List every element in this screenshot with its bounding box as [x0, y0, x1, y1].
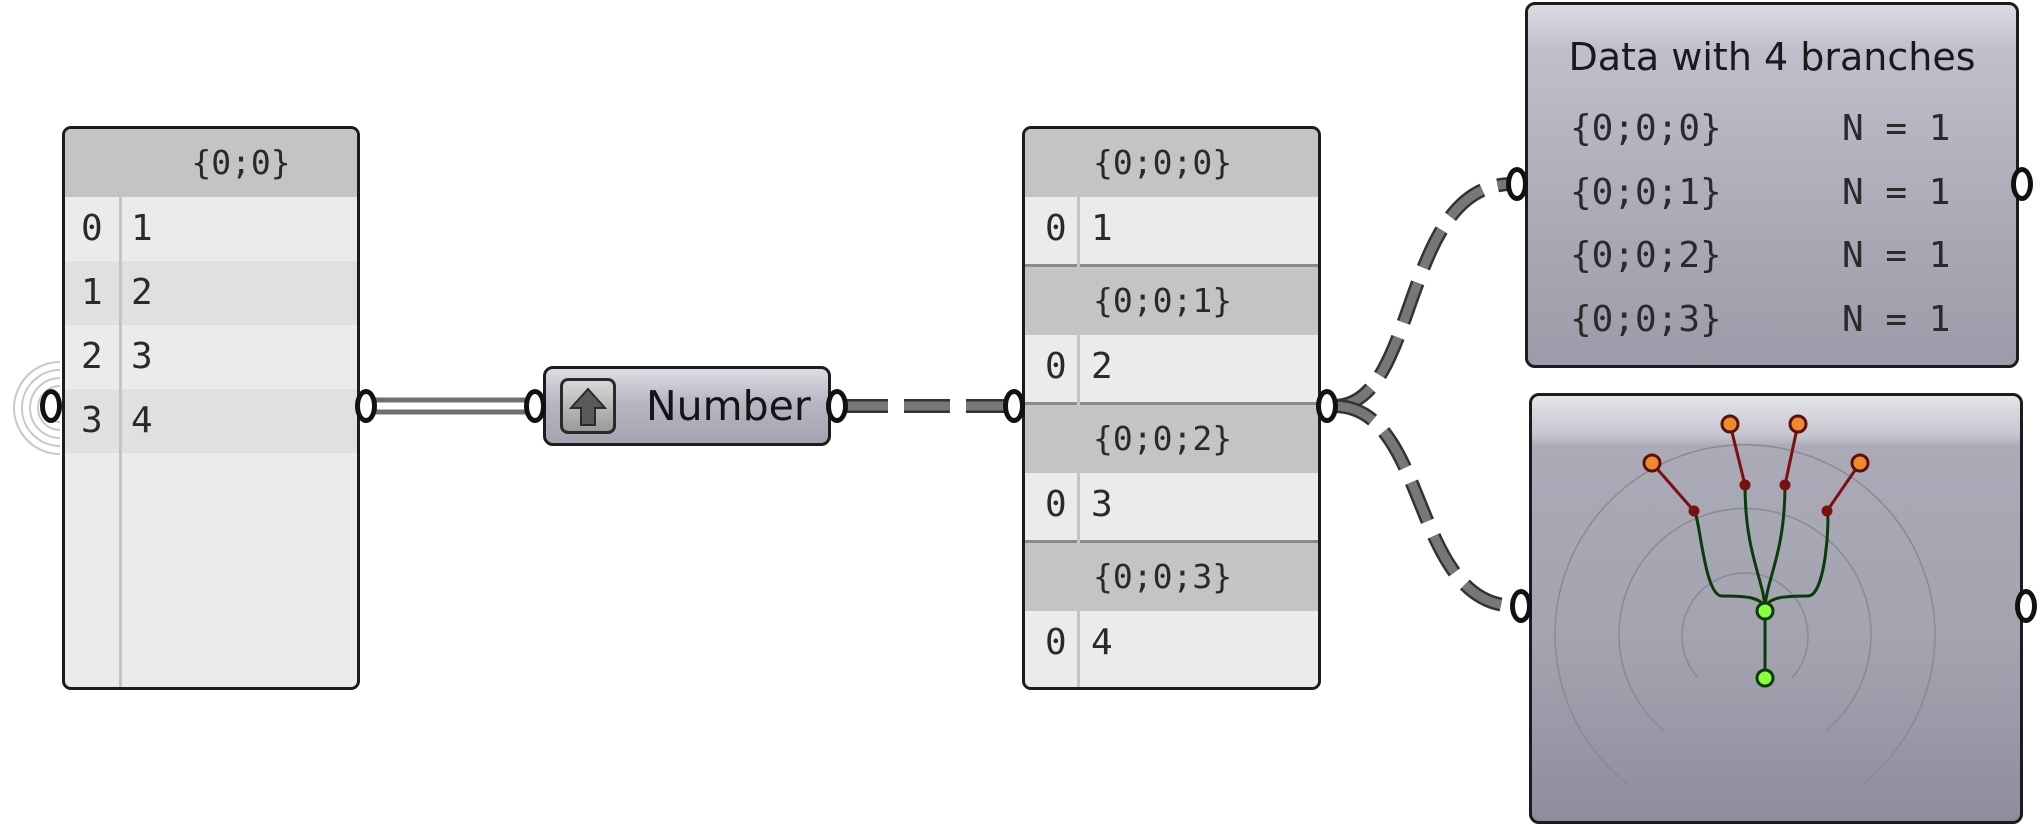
input-port[interactable]: [1003, 389, 1025, 423]
output-port[interactable]: [2015, 589, 2037, 623]
branch-separator: [1025, 402, 1318, 405]
branch-count: N = 1: [1842, 299, 1951, 340]
branch-separator: [1025, 264, 1318, 267]
leaf-node: [1850, 453, 1870, 473]
wire-list-to-number[interactable]: [372, 397, 535, 415]
list-item: 0 1: [65, 197, 357, 261]
branch-curve: [1743, 484, 1767, 612]
item-index: 2: [81, 336, 103, 377]
input-port[interactable]: [524, 389, 546, 423]
wire-tree-to-treeview[interactable]: [1333, 399, 1517, 613]
viewer-title: Data with 4 branches: [1568, 35, 1976, 79]
branch-curve: [1692, 509, 1767, 612]
list-item: 0 3: [1025, 473, 1318, 537]
component-label: Number: [646, 382, 811, 430]
input-port[interactable]: [1506, 167, 1528, 201]
item-value: 4: [1091, 622, 1113, 663]
branch-count: N = 1: [1842, 108, 1951, 149]
output-port[interactable]: [2011, 167, 2033, 201]
branch-path: {0;0;3}: [1570, 299, 1722, 340]
item-index: 0: [1045, 484, 1067, 525]
branch-count: N = 1: [1842, 235, 1951, 276]
up-arrow-icon: [560, 378, 616, 434]
item-value: 3: [1091, 484, 1113, 525]
param-viewer[interactable]: Data with 4 branches {0;0;0} N = 1 {0;0;…: [1525, 2, 2019, 368]
root-node: [1755, 601, 1775, 621]
list-item: 1 2: [65, 261, 357, 325]
output-port[interactable]: [355, 389, 377, 423]
branch-header: {0;0;1}: [1025, 267, 1318, 335]
item-index: 0: [1045, 622, 1067, 663]
root-node: [1755, 668, 1775, 688]
item-index: 0: [1045, 208, 1067, 249]
tree-ring: [1554, 444, 1936, 787]
branch-edge: [1783, 423, 1800, 486]
tree-ring: [1618, 507, 1872, 732]
leaf-node: [1642, 453, 1662, 473]
item-index: 3: [81, 400, 103, 441]
item-value: 1: [131, 208, 153, 249]
branch-path: {0;0;1}: [1570, 172, 1722, 213]
branch-edge: [1650, 462, 1696, 512]
branch-curve: [1763, 484, 1787, 612]
branch-path: {0;0;0}: [1570, 108, 1722, 149]
branch-edge: [1728, 423, 1747, 486]
output-port[interactable]: [1316, 389, 1338, 423]
number-component[interactable]: Number: [543, 366, 831, 446]
branch-joint: [1688, 505, 1700, 517]
leaf-node: [1788, 414, 1808, 434]
branch-edge: [1825, 462, 1862, 512]
branch-header: {0;0;0}: [1025, 129, 1318, 197]
tree-panel[interactable]: {0;0;0} 0 1 {0;0;1} 0 2 {0;0;2} 0 3 {0;0…: [1022, 126, 1321, 690]
item-value: 4: [131, 400, 153, 441]
tree-ring: [1681, 572, 1809, 679]
wire-tree-to-viewer[interactable]: [1333, 177, 1513, 413]
item-index: 0: [1045, 346, 1067, 387]
branch-joint: [1739, 479, 1751, 491]
list-item: 0 1: [1025, 197, 1318, 261]
branch-curve: [1763, 510, 1830, 612]
branch-joint: [1779, 479, 1791, 491]
left-panel[interactable]: {0;0} 0 1 1 2 2 3 3 4: [62, 126, 360, 690]
branch-header: {0;0;2}: [1025, 405, 1318, 473]
branch-separator: [1025, 540, 1318, 543]
list-item: 2 3: [65, 325, 357, 389]
panel-header: {0;0}: [65, 129, 357, 197]
item-index: 0: [81, 208, 103, 249]
item-value: 1: [1091, 208, 1113, 249]
branch-count: N = 1: [1842, 172, 1951, 213]
branch-header: {0;0;3}: [1025, 543, 1318, 611]
tree-view[interactable]: [1529, 393, 2023, 824]
item-value: 3: [131, 336, 153, 377]
item-index: 1: [81, 272, 103, 313]
panel-divider: [1077, 129, 1080, 687]
list-item: 0 4: [1025, 611, 1318, 687]
list-item: 0 2: [1025, 335, 1318, 399]
leaf-node: [1720, 414, 1740, 434]
item-value: 2: [131, 272, 153, 313]
input-port[interactable]: [1510, 589, 1532, 623]
branch-joint: [1821, 505, 1833, 517]
input-port[interactable]: [40, 389, 62, 423]
list-item: 3 4: [65, 389, 357, 453]
branch-path: {0;0;2}: [1570, 235, 1722, 276]
panel-divider: [119, 129, 122, 687]
tree-diagram: [1554, 414, 1936, 787]
output-port[interactable]: [826, 389, 848, 423]
item-value: 2: [1091, 346, 1113, 387]
